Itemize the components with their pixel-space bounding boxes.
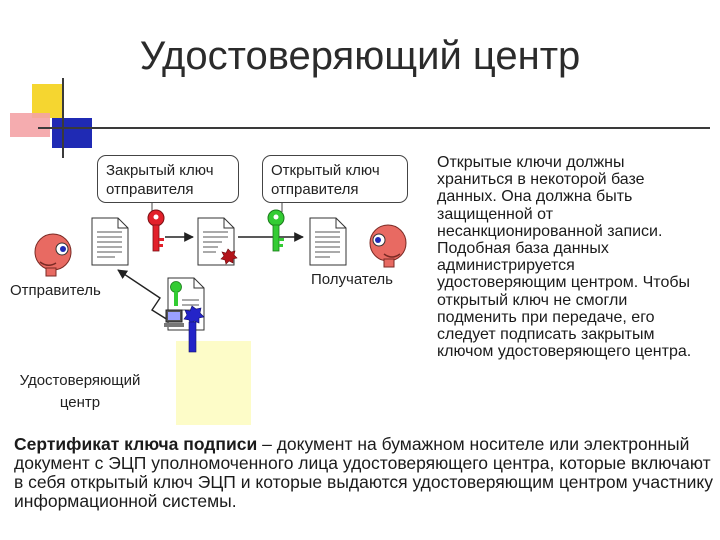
deco-vertical-line: [62, 78, 64, 158]
slide-title: Удостоверяющий центр: [139, 34, 581, 78]
definition-body: – документ на бумажном носителе или элек…: [14, 434, 713, 511]
recipient-label: Получатель: [311, 271, 393, 288]
ca-key-icon: [183, 305, 205, 353]
certificate-highlight: [176, 341, 251, 425]
received-document-icon: [309, 217, 347, 266]
side-explanation: Открытые ключи должны храниться в некото…: [437, 154, 692, 361]
certificate-public-key-icon: [170, 281, 182, 306]
public-key-icon: [267, 209, 285, 252]
title-underline: [38, 127, 710, 129]
sender-face-icon: [34, 233, 72, 277]
recipient-face-icon: [369, 224, 407, 268]
definition-term: Сертификат ключа подписи: [14, 434, 258, 454]
deco-blue-square: [52, 118, 92, 148]
definition-paragraph: Сертификат ключа подписи – документ на б…: [14, 435, 714, 511]
deco-red-square: [10, 113, 50, 137]
private-key-icon: [147, 209, 165, 252]
public-key-callout: Открытый ключ отправителя: [262, 155, 408, 203]
seal-icon: [220, 248, 238, 265]
title-decoration: [0, 0, 110, 165]
private-key-callout: Закрытый ключ отправителя: [97, 155, 239, 203]
document-icon: [91, 217, 129, 266]
ca-label: Удостоверяющий центр: [19, 372, 141, 411]
computer-icon: [164, 309, 184, 327]
sender-label: Отправитель: [10, 282, 101, 299]
deco-yellow-square: [32, 84, 62, 118]
signed-document-icon: [197, 217, 238, 266]
